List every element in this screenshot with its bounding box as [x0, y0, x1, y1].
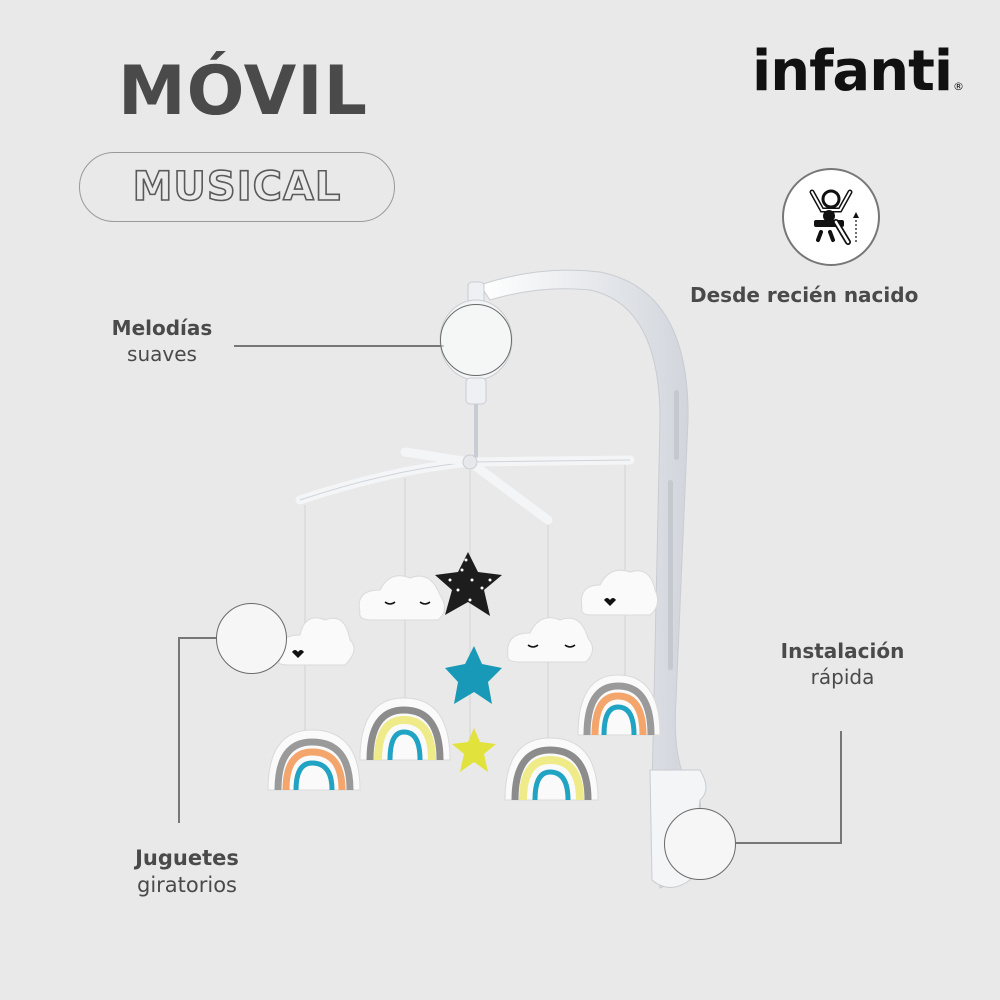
installation-callout-line-v [840, 731, 842, 843]
installation-callout-line-h [735, 842, 842, 844]
toys-magnifier [216, 603, 287, 674]
feature-melodies: Melodías suaves [92, 315, 232, 367]
page-title: MÓVIL [118, 52, 368, 131]
toys-callout-line-v [178, 637, 180, 823]
baby-growth-icon [782, 168, 880, 266]
feature-toys: Juguetes giratorios [112, 845, 262, 900]
registered-mark: ® [953, 80, 964, 93]
feature-toys-title: Juguetes [135, 846, 239, 870]
melodies-callout-line [234, 345, 444, 347]
newborn-label: Desde recién nacido [690, 283, 919, 307]
brand-logo: infanti® [752, 44, 964, 100]
music-box-magnifier [440, 304, 512, 376]
feature-installation-subtitle: rápida [810, 665, 875, 689]
toys-callout-line-h [178, 637, 218, 639]
clamp-magnifier [664, 808, 736, 880]
feature-installation: Instalación rápida [760, 638, 925, 690]
subtitle-pill: MUSICAL [79, 152, 395, 222]
feature-toys-subtitle: giratorios [136, 873, 237, 898]
subtitle: MUSICAL [132, 163, 342, 211]
brand-name: infanti [752, 39, 953, 104]
feature-melodies-title: Melodías [111, 316, 213, 340]
feature-melodies-subtitle: suaves [127, 342, 197, 366]
feature-installation-title: Instalación [780, 639, 905, 663]
